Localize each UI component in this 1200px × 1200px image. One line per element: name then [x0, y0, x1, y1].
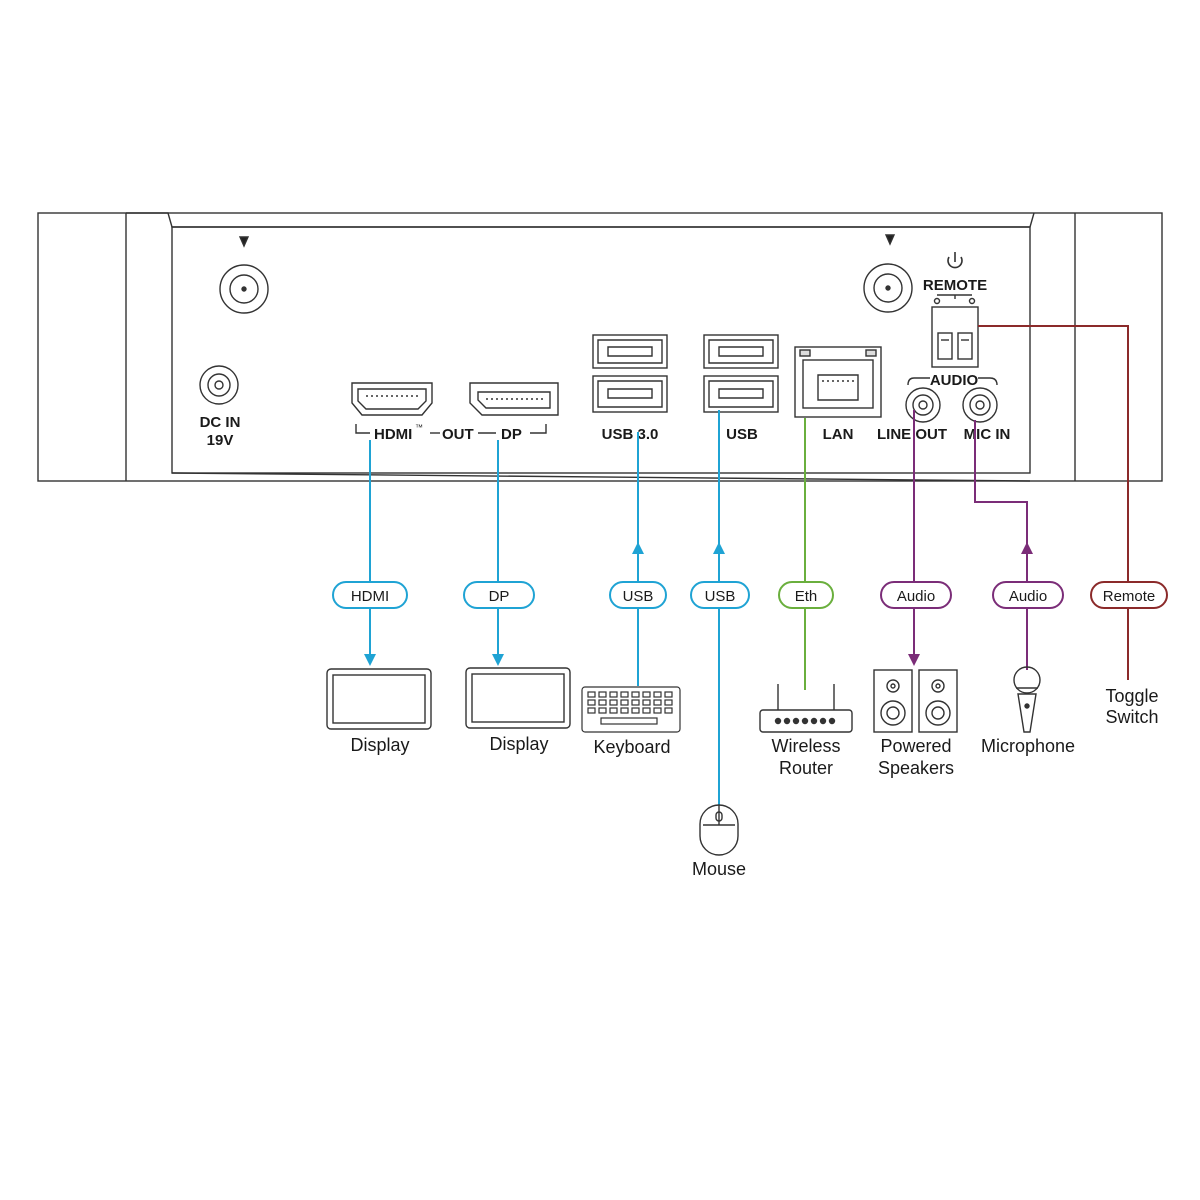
usb-port-label: USB — [726, 426, 758, 443]
keyboard-key — [642, 699, 651, 706]
usb-port-icon — [592, 334, 668, 413]
lan-port-label: LAN — [823, 426, 854, 443]
toggle-switch-label-line1: Toggle — [1105, 686, 1158, 706]
usb-mouse-cable-pill: USB — [690, 581, 750, 609]
router-label-line2: Router — [779, 758, 833, 778]
keyboard-key — [664, 707, 673, 714]
keyboard-key — [587, 691, 596, 698]
remote-cable-label: Remote — [1103, 588, 1156, 605]
video-out-bracket — [355, 424, 547, 434]
keyboard-key — [631, 691, 640, 698]
router-label-line1: Wireless — [771, 736, 840, 756]
keyboard-icon — [581, 686, 681, 733]
microphone-icon — [1013, 666, 1041, 733]
usb-mouse-cable-label: USB — [705, 588, 736, 605]
dc-power-jack-icon — [199, 365, 239, 405]
keyboard-key — [664, 699, 673, 706]
antenna-connector-icon — [863, 234, 913, 313]
keyboard-key — [587, 699, 596, 706]
dp-cable-pill: DP — [463, 581, 535, 609]
out-label: OUT — [442, 426, 474, 443]
usb-keyboard-cable-label: USB — [623, 588, 654, 605]
keyboard-key — [664, 691, 673, 698]
hdmi-trademark: ™ — [415, 423, 423, 432]
mouse-label: Mouse — [692, 859, 746, 879]
power-icon — [947, 252, 963, 269]
line-out-label: LINE OUT — [877, 426, 947, 443]
dc-voltage-label: 19V — [207, 432, 234, 449]
mic-in-label: MIC IN — [964, 426, 1011, 443]
dc-in-label: DC IN — [200, 414, 241, 431]
rj45-port-icon — [794, 346, 882, 418]
antenna-connector-icon — [219, 236, 269, 314]
audio-in-cable-label: Audio — [1009, 588, 1047, 605]
audio-jack-icon — [905, 387, 941, 423]
audio-out-cable-pill: Audio — [880, 581, 952, 609]
keyboard-key — [631, 699, 640, 706]
ethernet-cable-pill: Eth — [778, 581, 834, 609]
keyboard-key — [598, 699, 607, 706]
keyboard-key — [598, 707, 607, 714]
audio-out-cable-label: Audio — [897, 588, 935, 605]
speakers-label-line2: Speakers — [878, 758, 954, 778]
audio-bracket — [907, 377, 998, 386]
speakers-label-line1: Powered — [880, 736, 951, 756]
display-icon — [465, 667, 571, 729]
hdmi-port-label: HDMI — [374, 426, 412, 443]
router-icon — [759, 684, 853, 733]
display-icon — [326, 668, 432, 730]
toggle-switch-label-line2: Switch — [1105, 707, 1158, 727]
router-led — [792, 717, 800, 725]
audio-in-cable — [974, 420, 1028, 548]
microphone-label: Microphone — [981, 736, 1075, 756]
keyboard-key — [609, 699, 618, 706]
keyboard-key — [620, 691, 629, 698]
router-led — [819, 717, 827, 725]
keyboard-key — [653, 699, 662, 706]
dp-port-label: DP — [501, 426, 522, 443]
keyboard-key — [620, 699, 629, 706]
keyboard-key — [631, 707, 640, 714]
ethernet-cable-label: Eth — [795, 588, 818, 605]
router-led — [810, 717, 818, 725]
displayport-port-icon — [469, 382, 559, 416]
terminal-block-icon — [931, 306, 979, 368]
usb-keyboard-cable-pill: USB — [609, 581, 667, 609]
hdmi-port-icon — [351, 382, 433, 416]
keyboard-key — [653, 707, 662, 714]
keyboard-key — [609, 707, 618, 714]
router-led — [783, 717, 791, 725]
remote-cable-pill: Remote — [1090, 581, 1168, 609]
display-1-label: Display — [350, 735, 409, 755]
hdmi-cable-pill: HDMI — [332, 581, 408, 609]
keyboard-label: Keyboard — [593, 737, 670, 757]
keyboard-key — [609, 691, 618, 698]
keyboard-key — [653, 691, 662, 698]
keyboard-key — [587, 707, 596, 714]
router-led — [801, 717, 809, 725]
dp-cable-label: DP — [489, 588, 510, 605]
hdmi-cable-label: HDMI — [351, 588, 389, 605]
speaker-icon — [873, 669, 913, 733]
keyboard-key — [642, 691, 651, 698]
router-led — [828, 717, 836, 725]
remote-cable — [978, 325, 1129, 680]
router-led — [774, 717, 782, 725]
display-2-label: Display — [489, 734, 548, 754]
audio-in-cable-pill: Audio — [992, 581, 1064, 609]
audio-label: AUDIO — [930, 372, 979, 389]
audio-jack-icon — [962, 387, 998, 423]
usb3-port-label: USB 3.0 — [602, 426, 659, 443]
usb-port-icon — [703, 334, 779, 413]
remote-label: REMOTE — [923, 277, 987, 294]
switch-symbol — [933, 294, 976, 305]
keyboard-key — [620, 707, 629, 714]
keyboard-key — [598, 691, 607, 698]
speaker-icon — [918, 669, 958, 733]
mouse-icon — [699, 804, 739, 856]
keyboard-key — [642, 707, 651, 714]
